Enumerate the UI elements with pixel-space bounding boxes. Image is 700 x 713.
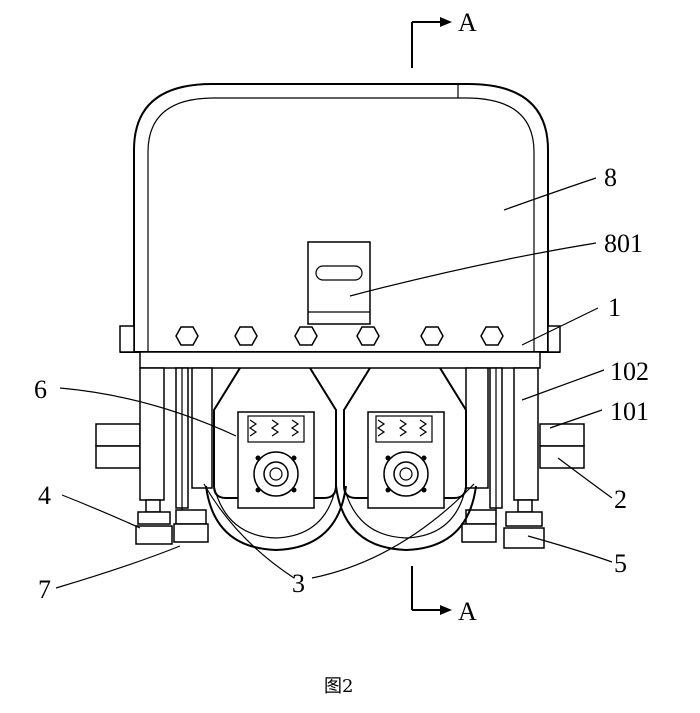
label-1: 1 xyxy=(608,293,621,322)
bracket-801 xyxy=(307,241,371,325)
wheel-assembly-right xyxy=(335,367,477,552)
figure-caption: 图2 xyxy=(324,676,353,697)
label-2: 2 xyxy=(614,485,627,514)
label-7: 7 xyxy=(38,575,51,604)
label-6: 6 xyxy=(34,375,47,404)
side-blocks xyxy=(95,423,585,469)
section-marker-top: A xyxy=(411,8,477,68)
label-8: 8 xyxy=(604,163,617,192)
rods-right xyxy=(465,367,539,516)
leader-lines xyxy=(55,177,613,589)
housing-8 xyxy=(119,83,561,353)
spring-right xyxy=(375,415,433,443)
section-marker-bottom: A xyxy=(411,566,477,626)
label-4: 4 xyxy=(38,481,51,510)
label-102: 102 xyxy=(610,357,649,386)
label-101: 101 xyxy=(610,397,649,426)
bolt-row xyxy=(175,326,504,346)
rods-left xyxy=(139,367,213,516)
wheel-assembly-left xyxy=(205,367,347,552)
feet-left xyxy=(135,499,209,545)
spring-left xyxy=(247,415,305,443)
section-label-bottom: A xyxy=(458,597,477,626)
base-plate-1 xyxy=(139,351,541,369)
section-label-top: A xyxy=(458,8,477,37)
feet-right xyxy=(461,499,545,549)
label-801: 801 xyxy=(604,229,643,258)
label-5: 5 xyxy=(614,549,627,578)
label-3: 3 xyxy=(292,569,305,598)
